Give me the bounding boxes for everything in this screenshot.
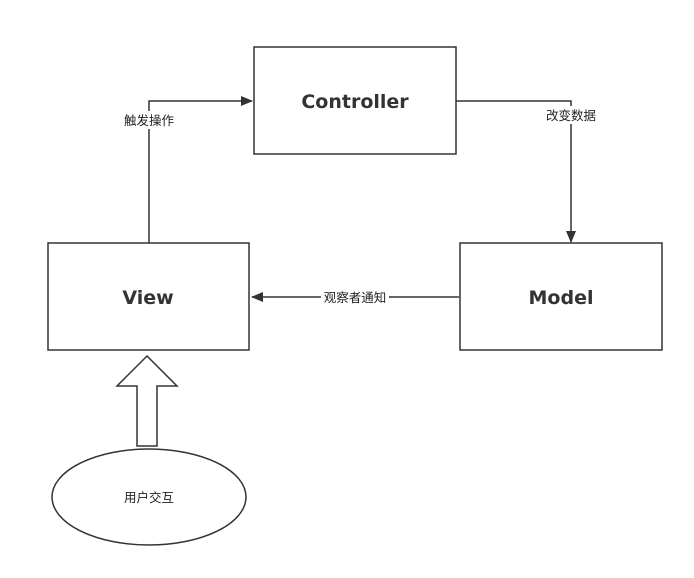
node-model-box bbox=[459, 242, 663, 351]
node-view: View bbox=[47, 242, 250, 351]
node-controller-box bbox=[253, 46, 457, 155]
edge-label-change-data: 改变数据 bbox=[546, 108, 596, 123]
edge-view-to-controller: 触发操作 bbox=[120, 96, 253, 243]
node-user-interaction-label: 用户交互 bbox=[124, 490, 174, 505]
node-view-box bbox=[47, 242, 250, 351]
node-model-label: Model bbox=[529, 287, 594, 309]
edge-controller-to-model: 改变数据 bbox=[456, 100, 600, 243]
edge-label-bg-observer bbox=[321, 288, 389, 306]
node-controller-label: Controller bbox=[301, 91, 409, 113]
edge-line-controller-to-model bbox=[456, 100, 576, 243]
edge-label-trigger-action: 触发操作 bbox=[124, 113, 175, 128]
block-arrow-up bbox=[115, 354, 179, 447]
node-model: Model bbox=[459, 242, 663, 351]
node-controller: Controller bbox=[253, 46, 457, 155]
node-user-interaction: 用户交互 bbox=[51, 448, 247, 546]
edge-model-to-view: 观察者通知 bbox=[251, 288, 459, 306]
edge-label-observer-notify: 观察者通知 bbox=[324, 290, 387, 305]
edge-label-bg-trigger bbox=[120, 111, 178, 129]
edge-label-bg-change bbox=[542, 106, 600, 124]
node-user-interaction-ellipse bbox=[51, 448, 247, 546]
node-view-label: View bbox=[122, 287, 173, 309]
edge-line-view-to-controller bbox=[148, 96, 253, 243]
